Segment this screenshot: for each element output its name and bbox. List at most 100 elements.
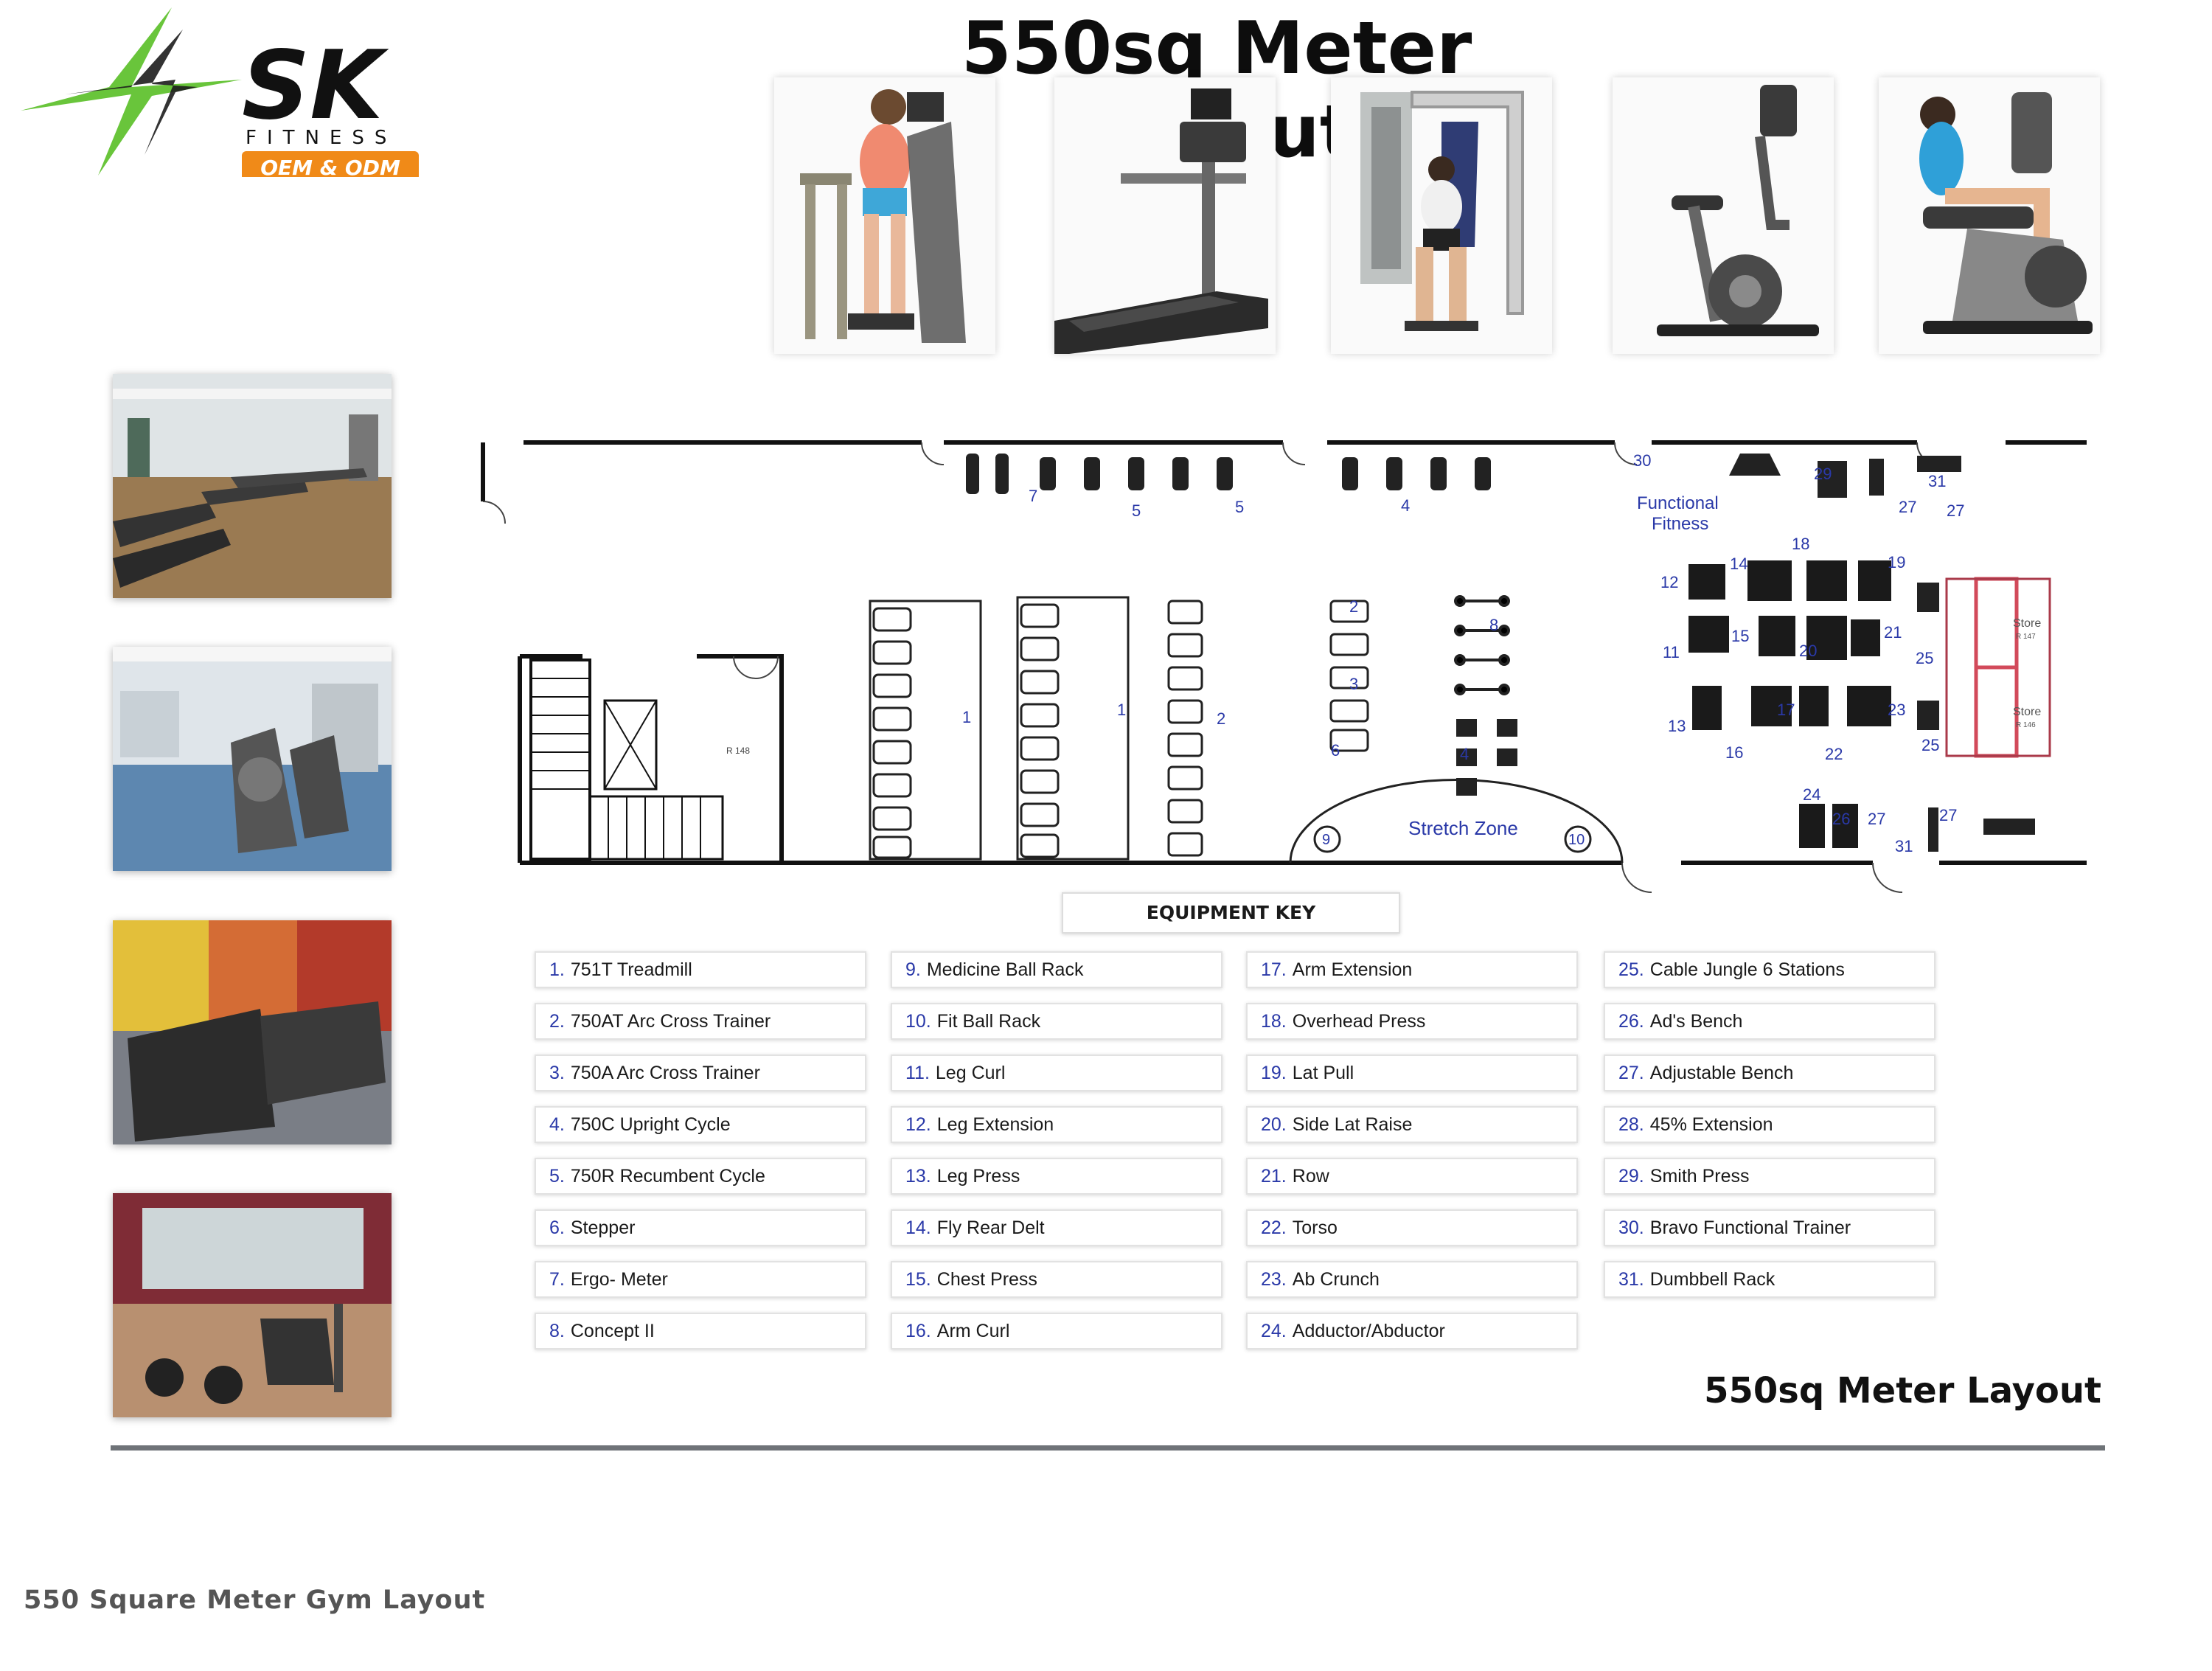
equipment-key-item: 28.45% Extension	[1604, 1106, 1935, 1143]
equipment-key-item: 25.Cable Jungle 6 Stations	[1604, 951, 1935, 988]
equipment-number: 8	[1489, 616, 1498, 634]
equipment-number: 27	[1899, 498, 1916, 516]
divider	[111, 1445, 2105, 1451]
equipment-key-item: 21.Row	[1246, 1158, 1578, 1195]
equipment-key-label: 750C Upright Cycle	[570, 1114, 731, 1135]
equipment-key-number: 29.	[1618, 1165, 1644, 1187]
equipment-key-label: Torso	[1292, 1217, 1338, 1238]
equipment-number: 29	[1814, 465, 1832, 483]
logo-subbrand-text: FITNESS	[246, 127, 397, 149]
equipment-key-number: 28.	[1618, 1114, 1644, 1135]
functional-label-1: Functional	[1637, 493, 1719, 513]
equipment-number: 21	[1884, 623, 1902, 642]
equipment-key-label: Dumbbell Rack	[1649, 1268, 1775, 1290]
equipment-key-item: 10.Fit Ball Rack	[891, 1003, 1222, 1040]
equipment-number: 30	[1633, 451, 1651, 470]
equipment-key-label: Ad's Bench	[1649, 1010, 1743, 1032]
equipment-key-item: 13.Leg Press	[891, 1158, 1222, 1195]
equipment-key-number: 27.	[1618, 1062, 1644, 1083]
equipment-key-number: 31.	[1618, 1268, 1644, 1290]
equipment-key-number: 6.	[549, 1217, 565, 1238]
equipment-key-item: 23.Ab Crunch	[1246, 1261, 1578, 1298]
logo-badge	[242, 151, 419, 181]
equipment-key-item: 29.Smith Press	[1604, 1158, 1935, 1195]
equipment-key-label: Ergo- Meter	[570, 1268, 668, 1290]
equipment-number: 11	[1663, 643, 1680, 661]
equipment-key-label: Adductor/Abductor	[1292, 1320, 1445, 1341]
cardio-area-photo	[113, 647, 392, 871]
image-caption: 550 Square Meter Gym Layout	[24, 1585, 486, 1615]
equipment-key-number: 10.	[905, 1010, 931, 1032]
equipment-key-item: 6.Stepper	[535, 1209, 866, 1246]
equipment-number: 1	[1117, 701, 1126, 719]
equipment-key-label: Fit Ball Rack	[936, 1010, 1041, 1032]
lightning-bolt-icon: SK FITNESS OEM & ODM	[21, 7, 419, 181]
equipment-number: 24	[1803, 785, 1820, 804]
equipment-key-number: 26.	[1618, 1010, 1644, 1032]
equipment-number: 19	[1888, 553, 1905, 572]
footer-title: 550sq Meter Layout	[1704, 1370, 2101, 1411]
equipment-number: 2	[1349, 597, 1358, 616]
equipment-number: 2	[1217, 709, 1225, 728]
equipment-key-label: Chest Press	[936, 1268, 1037, 1290]
equipment-key-number: 8.	[549, 1320, 565, 1341]
equipment-number: 16	[1725, 743, 1743, 762]
equipment-number: 17	[1777, 701, 1795, 719]
equipment-number: 26	[1832, 810, 1850, 828]
equipment-number: 12	[1660, 573, 1678, 591]
equipment-key-number: 1.	[549, 959, 565, 980]
equipment-key-label: Lat Pull	[1292, 1062, 1354, 1083]
equipment-key-number: 19.	[1261, 1062, 1287, 1083]
equipment-number: 5	[1235, 498, 1244, 516]
equipment-number: 25	[1921, 736, 1939, 754]
equipment-key-label: Concept II	[570, 1320, 655, 1341]
equipment-key-label: 45% Extension	[1649, 1114, 1773, 1135]
equipment-number: 6	[1331, 741, 1340, 760]
equipment-key-number: 2.	[549, 1010, 565, 1032]
equipment-key-number: 3.	[549, 1062, 565, 1083]
upright-cycle-photo	[1613, 77, 1834, 354]
equipment-key-number: 5.	[549, 1165, 565, 1187]
store-1-number: R 147	[2016, 633, 2036, 641]
equipment-key-item: 5.750R Recumbent Cycle	[535, 1158, 866, 1195]
equipment-number: 23	[1888, 701, 1905, 719]
equipment-number: 13	[1668, 717, 1686, 735]
equipment-key-number: 14.	[905, 1217, 931, 1238]
equipment-key-label: Leg Extension	[936, 1114, 1054, 1135]
logo-brand-text: SK	[242, 31, 389, 141]
equipment-key-number: 25.	[1618, 959, 1644, 980]
equipment-key-label: 751T Treadmill	[570, 959, 692, 980]
equipment-number: 15	[1731, 627, 1749, 645]
equipment-number: 27	[1868, 810, 1885, 828]
equipment-key-label: Leg Press	[936, 1165, 1020, 1187]
equipment-key-item: 30.Bravo Functional Trainer	[1604, 1209, 1935, 1246]
equipment-key-item: 16.Arm Curl	[891, 1313, 1222, 1349]
equipment-key-item: 11.Leg Curl	[891, 1055, 1222, 1091]
equipment-key-number: 22.	[1261, 1217, 1287, 1238]
equipment-number: 20	[1799, 642, 1817, 660]
equipment-number: 31	[1928, 472, 1946, 490]
equipment-key-item: 20.Side Lat Raise	[1246, 1106, 1578, 1143]
equipment-number: 4	[1460, 745, 1469, 763]
equipment-key-item: 24.Adductor/Abductor	[1246, 1313, 1578, 1349]
equipment-key-number: 24.	[1261, 1320, 1287, 1341]
equipment-key-label: Side Lat Raise	[1292, 1114, 1413, 1135]
equipment-number: 27	[1947, 501, 1964, 520]
equipment-key-item: 27.Adjustable Bench	[1604, 1055, 1935, 1091]
equipment-key-label: Adjustable Bench	[1649, 1062, 1794, 1083]
treadmill-photo	[1054, 77, 1276, 354]
equipment-key-label: Ab Crunch	[1292, 1268, 1380, 1290]
equipment-key-item: 31.Dumbbell Rack	[1604, 1261, 1935, 1298]
store-1-label: Store	[2013, 617, 2041, 630]
equipment-key-item: 4.750C Upright Cycle	[535, 1106, 866, 1143]
treadmill-row-photo	[113, 374, 392, 598]
equipment-key-item: 26.Ad's Bench	[1604, 1003, 1935, 1040]
equipment-key-number: 17.	[1261, 959, 1287, 980]
equipment-key-label: 750AT Arc Cross Trainer	[570, 1010, 771, 1032]
strength-area-photo	[113, 1193, 392, 1417]
equipment-key-label: Smith Press	[1649, 1165, 1750, 1187]
equipment-number: 7	[1029, 487, 1037, 505]
arc-trainer-row-photo	[113, 920, 392, 1144]
